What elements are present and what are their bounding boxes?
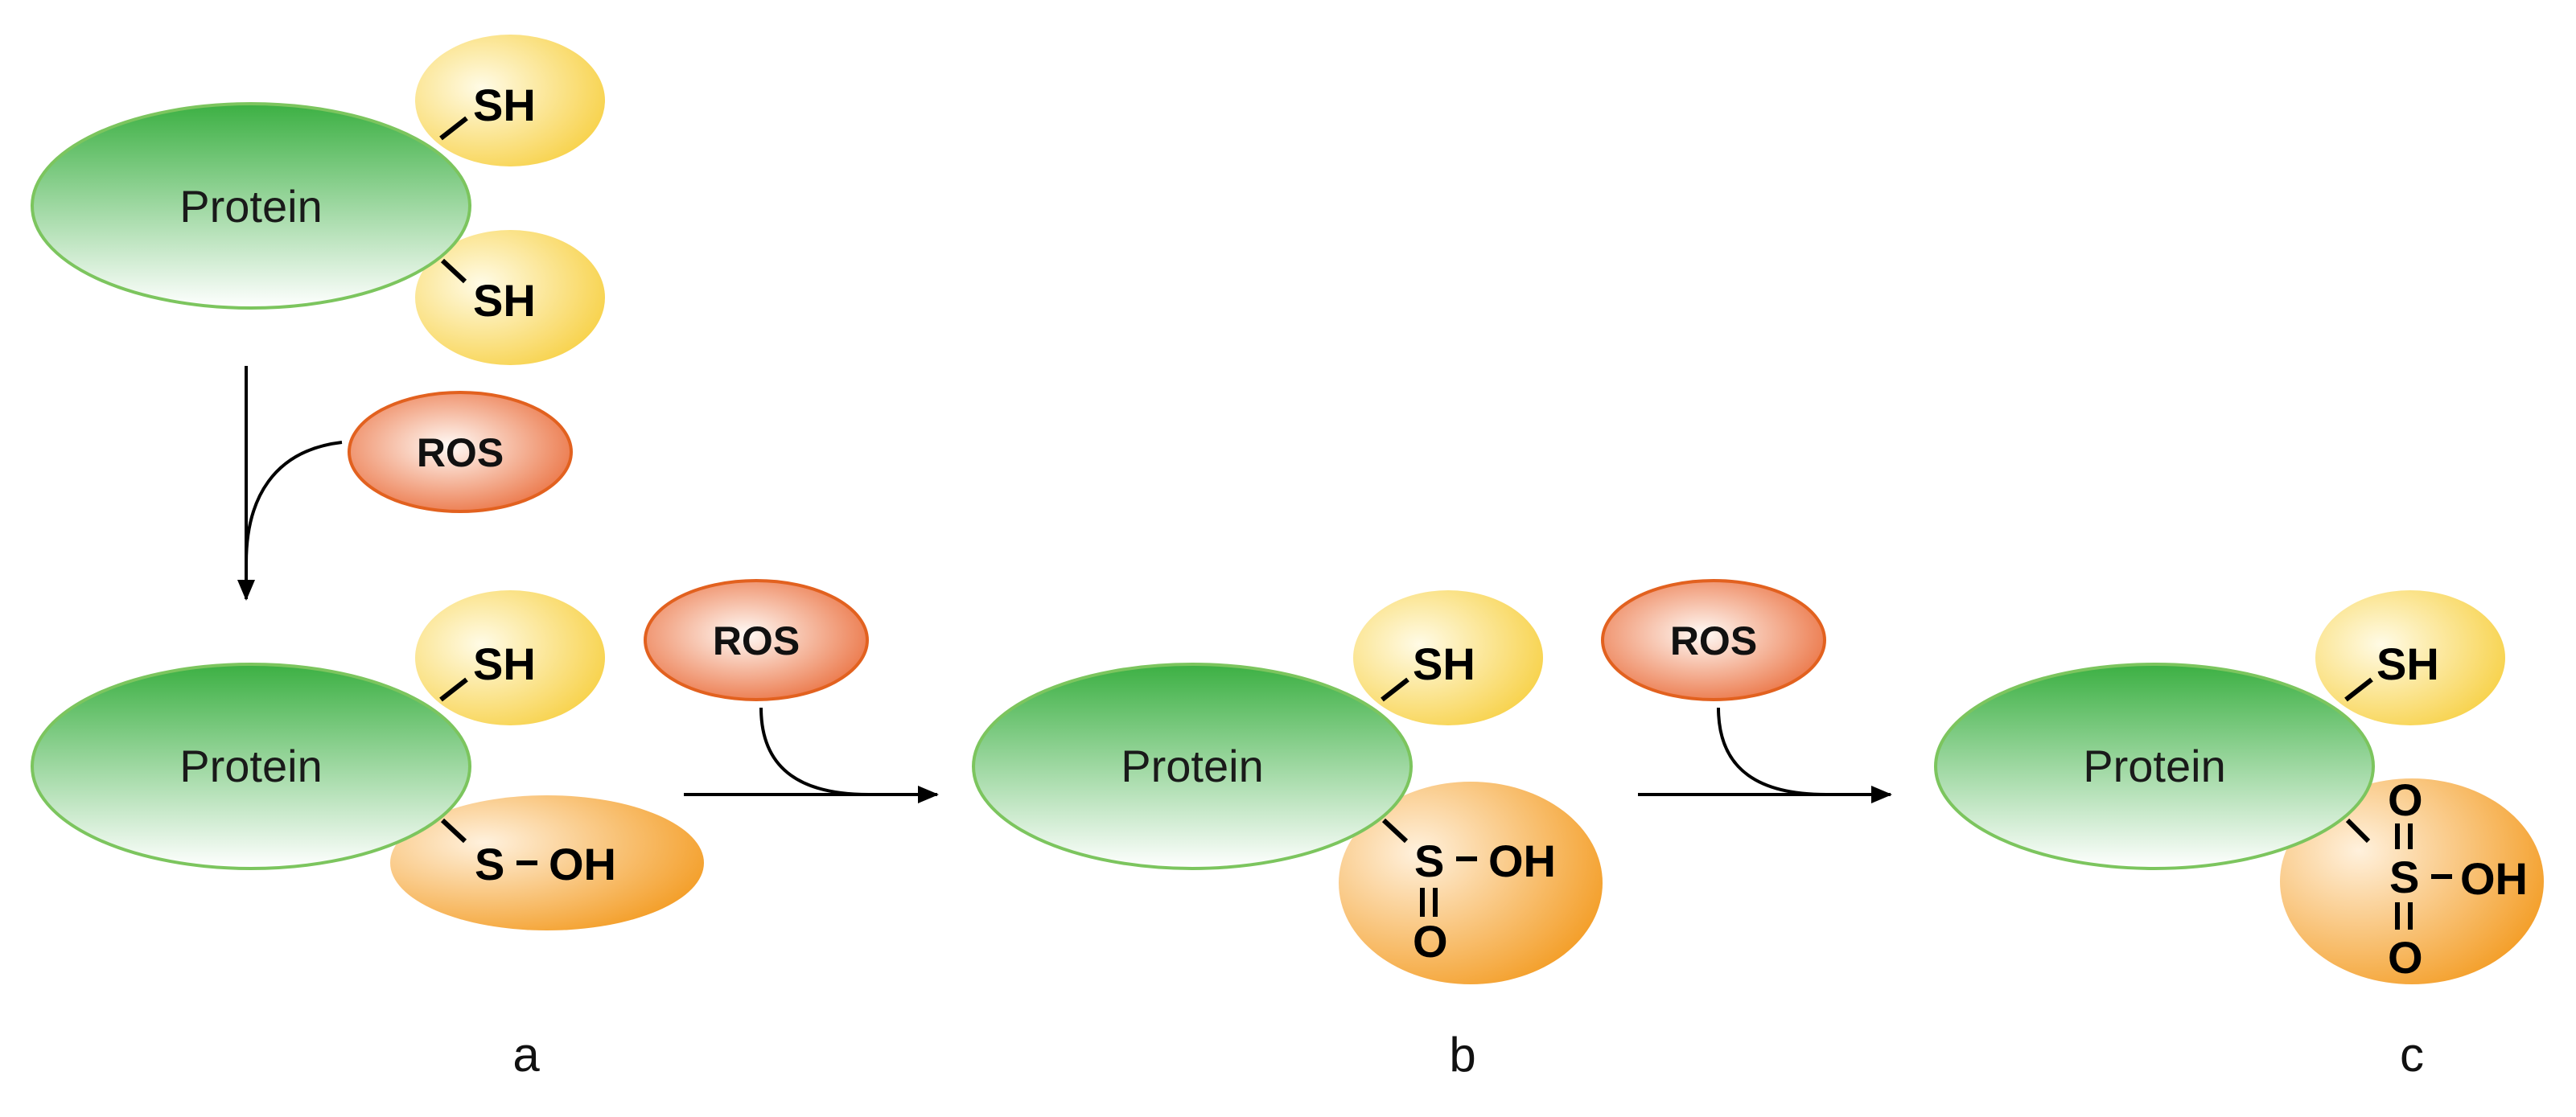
reaction-arrow-a-to-b: ROS: [644, 579, 939, 803]
sh-blob-upper: [415, 35, 605, 166]
protein-label: Protein: [179, 741, 322, 791]
thiol-group-lower: SH: [473, 275, 536, 326]
sulfur-atom: S: [1414, 836, 1444, 886]
protein-body: [1934, 663, 2375, 870]
sh-blob-lower: [415, 230, 605, 365]
oxygen-atom: O: [1413, 916, 1448, 967]
sulfur-atom: S: [2389, 852, 2419, 902]
protein-label: Protein: [1121, 741, 1263, 791]
protein-label: Protein: [179, 181, 322, 232]
reaction-arrow-b-to-c: ROS: [1601, 579, 1892, 803]
sh-blob: [1353, 590, 1543, 725]
thiol-group: SH: [1413, 639, 1475, 689]
ros-label: ROS: [713, 618, 800, 663]
protein-label: Protein: [2083, 741, 2225, 791]
panel-label-a: a: [512, 1028, 540, 1082]
protein-reduced: Protein SH SH: [31, 35, 605, 365]
oxidized-blob: [1339, 782, 1603, 984]
ros-bubble: [1601, 579, 1826, 701]
oxidized-blob: [2280, 778, 2544, 984]
thiol-group: SH: [2376, 639, 2439, 689]
ros-bubble: [644, 579, 869, 701]
thiol-group: SH: [473, 639, 536, 689]
sulfur-atom: S: [475, 839, 504, 889]
hydroxyl-group: OH: [2460, 853, 2528, 904]
hydroxyl-group: OH: [1488, 836, 1556, 886]
reaction-arrow-to-a: ROS: [237, 366, 573, 601]
sh-blob: [415, 590, 605, 725]
sh-blob: [2315, 590, 2505, 725]
ros-label: ROS: [1670, 618, 1757, 663]
oxygen-atom-top: O: [2388, 774, 2423, 825]
protein-body: [31, 102, 471, 310]
panel-label-c: c: [2400, 1028, 2424, 1082]
hydroxyl-group: OH: [549, 839, 616, 889]
ros-label: ROS: [417, 430, 504, 475]
thiol-group-upper: SH: [473, 80, 536, 130]
ros-bubble: [348, 391, 573, 513]
protein-body: [31, 663, 471, 870]
protein-state-a: Protein SH S OH: [31, 590, 704, 930]
panel-label-b: b: [1449, 1028, 1475, 1082]
oxygen-atom-bottom: O: [2388, 932, 2423, 983]
protein-state-b: Protein SH S OH O: [972, 590, 1603, 984]
protein-state-c: Protein SH O S OH O: [1934, 590, 2544, 984]
protein-body: [972, 663, 1413, 870]
oxidized-blob: [390, 795, 704, 930]
